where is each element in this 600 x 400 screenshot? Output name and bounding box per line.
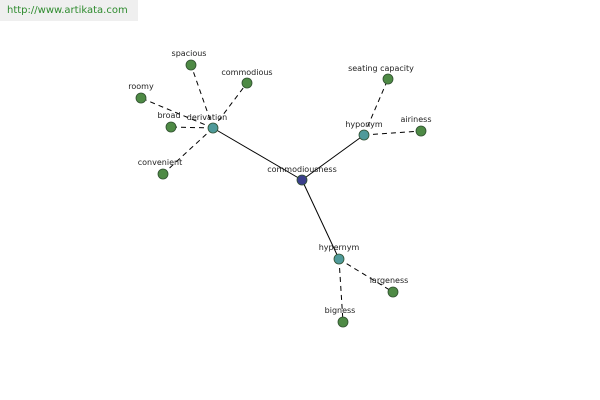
edge-derivation-roomy xyxy=(140,97,214,129)
node-convenient[interactable] xyxy=(157,168,169,180)
edge-commodiousness-hypernym xyxy=(301,179,340,260)
node-hypernym[interactable] xyxy=(333,253,345,265)
node-broad[interactable] xyxy=(165,121,177,133)
graph-nodes xyxy=(135,59,427,328)
label-seating-capacity: seating capacity xyxy=(348,64,414,73)
node-seating-capacity[interactable] xyxy=(382,73,394,85)
label-hypernym: hypernym xyxy=(319,243,360,252)
label-commodious: commodious xyxy=(221,68,272,77)
label-largeness: largeness xyxy=(370,276,409,285)
label-derivation: derivation xyxy=(187,113,227,122)
node-derivation[interactable] xyxy=(207,122,219,134)
artikata-link[interactable]: http://www.artikata.com xyxy=(0,0,138,21)
node-spacious[interactable] xyxy=(185,59,197,71)
node-hyponym[interactable] xyxy=(358,129,370,141)
edge-commodiousness-hyponym xyxy=(301,134,365,181)
label-convenient: convenient xyxy=(138,158,182,167)
node-commodiousness[interactable] xyxy=(296,174,308,186)
node-airiness[interactable] xyxy=(415,125,427,137)
graph-labels: commodiousness derivation hyponym hypernym s… xyxy=(128,49,431,315)
label-commodiousness: commodiousness xyxy=(267,165,337,174)
edge-derivation-convenient xyxy=(162,127,214,175)
node-roomy[interactable] xyxy=(135,92,147,104)
label-roomy: roomy xyxy=(128,82,154,91)
edge-derivation-spacious xyxy=(190,64,214,129)
edge-hypernym-largeness xyxy=(338,258,394,293)
edge-derivation-broad xyxy=(170,126,214,129)
node-bigness[interactable] xyxy=(337,316,349,328)
node-largeness[interactable] xyxy=(387,286,399,298)
label-spacious: spacious xyxy=(172,49,207,58)
label-bigness: bigness xyxy=(325,306,356,315)
edge-hyponym-airiness xyxy=(363,130,422,136)
edge-derivation-commodious xyxy=(212,82,248,129)
edge-hyponym-seating-capacity xyxy=(363,78,389,136)
label-broad: broad xyxy=(157,111,180,120)
edge-commodiousness-derivation xyxy=(212,127,303,181)
edge-hypernym-bigness xyxy=(338,258,344,323)
graph-edges xyxy=(140,64,422,323)
node-commodious[interactable] xyxy=(241,77,253,89)
label-hyponym: hyponym xyxy=(345,120,383,129)
label-airiness: airiness xyxy=(401,115,432,124)
